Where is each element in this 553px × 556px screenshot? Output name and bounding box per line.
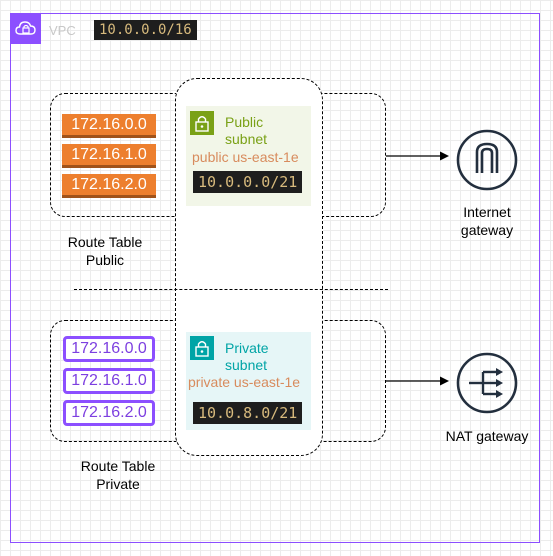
private-route-entry: 172.16.2.0 (63, 400, 155, 426)
private-subnet-cidr: 10.0.8.0/21 (193, 402, 303, 424)
private-route-table-label-line2: Private (96, 476, 140, 492)
private-subnet-title-line1: Private (225, 340, 269, 356)
public-subnet-title-line1: Public (225, 114, 264, 130)
nat-gateway-icon (456, 352, 518, 414)
public-subnet-title: Public subnet (225, 114, 267, 148)
internet-gateway-label-line1: Internet (463, 204, 511, 220)
public-subnet-lock-icon (190, 111, 214, 135)
vpc-container (10, 13, 540, 543)
public-route-table-label-line1: Route Table (67, 234, 143, 250)
arrow-to-internet-gateway (386, 151, 449, 161)
nat-gateway-label: NAT gateway (445, 428, 529, 444)
public-route-entry: 172.16.0.0 (62, 114, 156, 138)
private-subnet-title: Private subnet (225, 340, 269, 374)
vpc-label: VPC (49, 23, 76, 38)
arrow-to-nat-gateway (386, 376, 449, 386)
public-route-entry: 172.16.2.0 (62, 174, 156, 198)
private-route-table-label-line1: Route Table (80, 458, 156, 474)
private-subnet-subtitle: private us-east-1e (188, 374, 301, 390)
vpc-cloud-icon (10, 13, 41, 44)
private-route-entry: 172.16.0.0 (63, 336, 155, 362)
public-route-entry: 172.16.1.0 (62, 144, 156, 168)
vpc-cidr: 10.0.0.0/16 (94, 20, 197, 40)
private-route-table-label: Route Table Private (63, 457, 173, 493)
public-subnet-cidr: 10.0.0.0/21 (193, 171, 303, 193)
private-subnet-title-line2: subnet (225, 357, 268, 373)
public-subnet-subtitle: public us-east-1e (192, 149, 299, 165)
private-subnet-lock-icon (190, 336, 214, 360)
separator-line (74, 289, 388, 290)
private-route-entry: 172.16.1.0 (63, 368, 155, 394)
internet-gateway-icon (456, 129, 518, 191)
internet-gateway-label: Internet gateway (447, 203, 527, 239)
public-route-table-label: Route Table Public (50, 233, 160, 269)
internet-gateway-label-line2: gateway (460, 222, 514, 238)
public-subnet-title-line2: subnet (225, 131, 268, 147)
public-route-table-label-line2: Public (85, 252, 125, 268)
